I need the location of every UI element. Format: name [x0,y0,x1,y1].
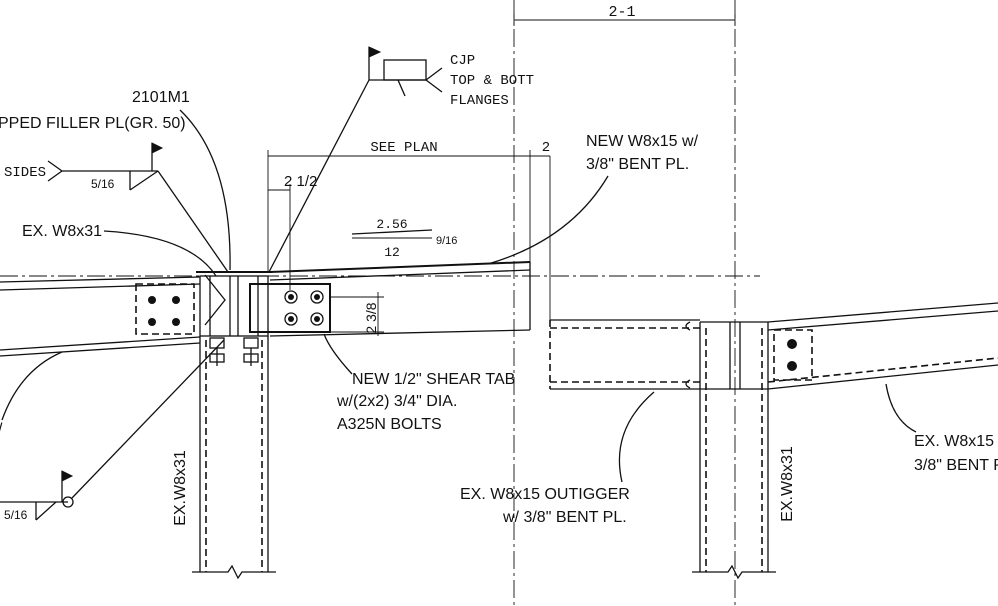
dim-2-half: 2 1/2 [268,173,317,290]
left-edge-leader [1,351,63,421]
section-ref-dimension: 2-1 [513,4,736,26]
ex-w8x15-right-leader [885,383,917,433]
filler-plate-left [135,283,195,335]
connection-plate-right [773,329,813,381]
shear-tab-line2: w/(2x2) 3/4" DIA. [336,393,457,410]
slope-top: 2.56 [376,217,407,232]
outrigger-line1: EX. W8x15 OUTIGGER [460,486,630,503]
ex-w8x15-right-line2: 3/8" BENT P [914,457,998,474]
shear-tab-line3: A325N BOLTS [337,416,442,433]
column-right: EX.W8x31 [692,321,796,580]
shear-tab-line1: NEW 1/2" SHEAR TAB [352,371,515,388]
new-w8x15-line1: NEW W8x15 w/ [586,133,699,150]
cjp-note-line1: CJP [450,53,475,69]
outrigger-leader [618,391,655,483]
dim-2-half-label: 2 1/2 [284,173,317,190]
cjp-note-line2: TOP & BOTT [450,73,534,89]
slope-side: 9/16 [436,235,457,247]
section-ref-label: 2-1 [608,4,635,21]
bolt-pair [209,337,259,366]
ex-w8x31-leader [103,230,217,277]
left-edge-mark: / [0,421,3,438]
bottom-left-weld-symbol: 5/16 [0,339,225,522]
existing-beam-right [767,302,998,390]
ex-w8x31-col-left: EX.W8x31 [172,450,189,526]
dim-2-3-8: 2 3/8 [330,292,384,336]
see-plan-label: SEE PLAN [370,140,437,156]
weld-ref-label: 2101M1 [132,89,190,106]
weld-ref-leader [179,109,231,271]
outrigger-beam [549,319,700,390]
weld-size-a: 5/16 [91,177,115,191]
weld-size-b: 5/16 [4,508,28,522]
cjp-note-line3: FLANGES [450,93,509,109]
filler-weld-symbol: SIDES 5/16 [4,142,229,273]
ex-w8x31-label: EX. W8x31 [22,223,102,240]
sides-label: SIDES [4,165,46,181]
new-w8x15-leader [487,175,609,265]
outrigger-line2: w/ 3/8" BENT PL. [502,509,627,526]
ex-w8x31-col-right: EX.W8x31 [779,446,796,522]
shear-tab-leader [323,333,353,375]
dim-2-label: 2 [542,140,550,156]
new-beam [269,261,531,337]
slope-bottom: 12 [384,245,400,260]
see-plan-dimension: SEE PLAN 2 [267,140,551,320]
shear-tab [249,283,331,333]
column-left: EX.W8x31 [172,271,276,580]
cjp-weld-symbol: CJP TOP & BOTT FLANGES [268,46,534,273]
new-w8x15-line2: 3/8" BENT PL. [586,156,689,173]
filler-pl-label: PPED FILLER PL(GR. 50) [0,115,186,132]
existing-beam-left [0,276,201,357]
ex-w8x15-right-line1: EX. W8x15 [914,433,994,450]
dim-2-3-8-label: 2 3/8 [363,302,379,333]
slope-indicator: 2.56 12 9/16 [351,217,457,260]
